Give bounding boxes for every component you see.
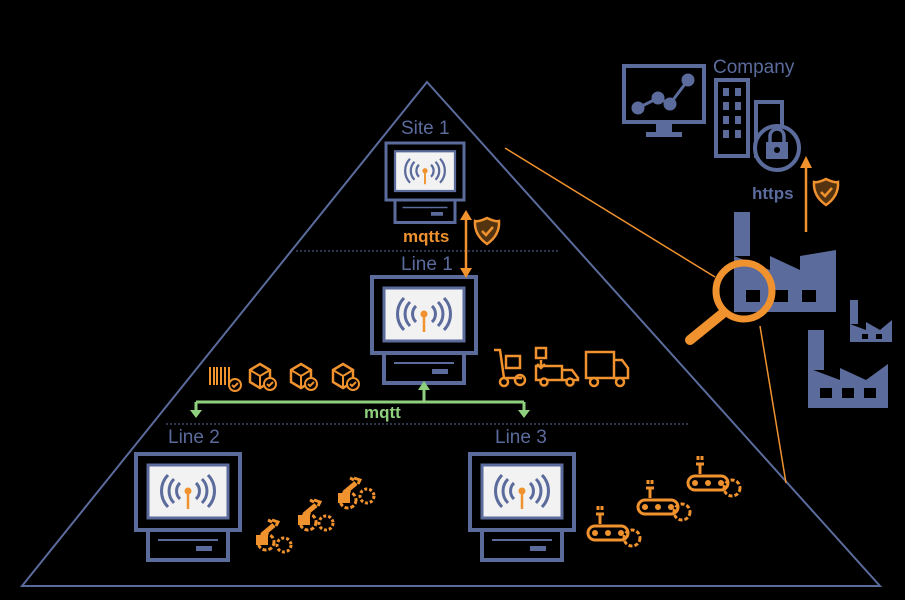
package-moving-icon <box>331 362 361 392</box>
line1-label: Line 1 <box>401 254 453 275</box>
shield-check-icon <box>473 216 501 246</box>
zoom-line-top <box>504 147 716 278</box>
network-monitor-icon <box>622 64 706 137</box>
magnifier-icon <box>685 259 776 345</box>
mqtt-arrows <box>190 381 530 418</box>
robot-arm-icon-1 <box>256 520 278 550</box>
site1-computer-icon <box>384 141 466 224</box>
mqtts-label: mqtts <box>403 227 450 246</box>
line3-label: Line 3 <box>495 427 547 448</box>
delivery-truck-icon <box>534 346 580 387</box>
lock-icon <box>753 124 801 172</box>
conveyor-icon-2 <box>636 478 692 522</box>
mqtts-arrow <box>460 210 472 278</box>
site1-label: Site 1 <box>401 118 450 139</box>
package-icon <box>248 362 278 392</box>
factory-icon-bottom <box>808 330 888 408</box>
barcode-icon <box>209 367 242 392</box>
factory-icon-small <box>850 300 892 342</box>
mqtt-label: mqtt <box>364 403 401 422</box>
https-shield-check-icon <box>812 177 840 207</box>
zoom-line-bottom <box>759 325 787 484</box>
https-label: https <box>752 184 794 203</box>
gear-icon-1 <box>275 536 293 554</box>
line2-computer-icon <box>134 452 242 562</box>
conveyor-icon-1 <box>586 504 642 548</box>
truck-icon <box>584 350 630 388</box>
https-arrow <box>800 156 812 232</box>
conveyor-icon-3 <box>686 454 742 498</box>
gear-icon-3 <box>358 487 376 505</box>
hand-truck-icon <box>494 348 527 388</box>
package-check-icon <box>289 362 319 392</box>
line3-computer-icon <box>468 452 576 562</box>
gear-icon-2 <box>317 514 335 532</box>
robot-arm-icon-2 <box>298 500 320 530</box>
company-label: Company <box>713 57 795 78</box>
line2-label: Line 2 <box>168 427 220 448</box>
site-pyramid <box>19 80 883 587</box>
robot-arm-icon-3 <box>338 478 360 508</box>
factory-icon-main <box>734 212 836 312</box>
line1-computer-icon <box>370 275 478 385</box>
